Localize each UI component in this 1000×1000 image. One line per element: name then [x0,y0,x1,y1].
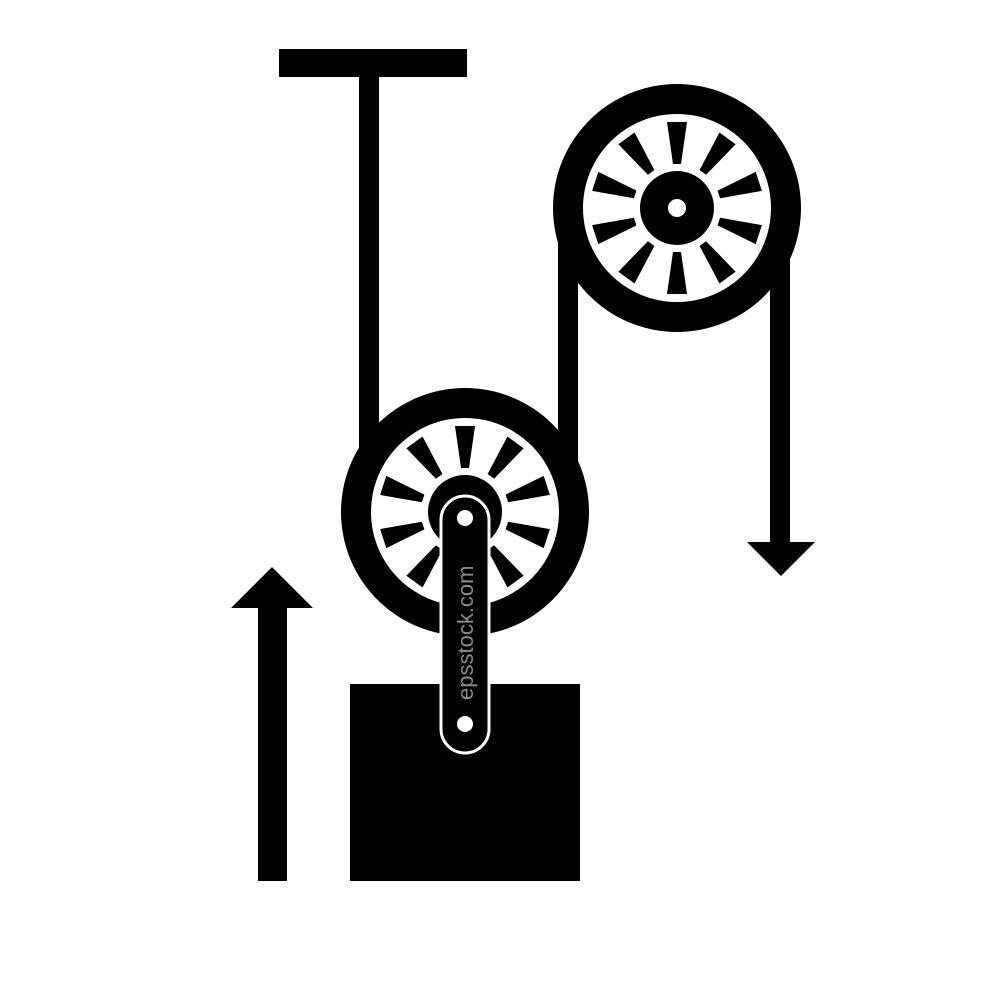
upper-pulley-spoke [618,132,655,175]
lift-up-arrow-icon [231,567,313,608]
upper-pulley-spoke [717,171,762,199]
upper-pulley-spoke [592,217,637,245]
upper-pulley-axle [668,199,686,217]
lower-pulley-spoke [505,475,550,503]
rope-fixed-segment [359,70,379,470]
upper-pulley-spoke [667,122,687,164]
lower-pulley-spoke [380,521,425,549]
link-top-pin [457,510,473,526]
upper-pulley-spoke [699,132,736,175]
lower-pulley-spoke [505,521,550,549]
upper-pulley-spoke [618,241,655,284]
link-bottom-pin [457,716,473,732]
lift-arrow-shaft [258,604,287,881]
pull-down-arrow-icon [747,542,815,576]
lower-pulley-spoke [380,475,425,503]
upper-pulley-spoke [592,171,637,199]
upper-pulley-spoke [699,241,736,284]
lower-pulley-spoke [406,545,443,588]
lower-pulley-spoke [406,436,443,479]
watermark-text: epsstock.com [453,566,478,701]
rope-pull-segment [770,208,790,548]
upper-pulley-spoke [667,252,687,294]
upper-pulley [553,84,801,332]
upper-pulley-spoke [717,217,762,245]
lower-pulley-spoke [487,436,524,479]
connecting-link [439,494,491,755]
lower-pulley-spoke [455,426,475,468]
lower-pulley-spoke [487,545,524,588]
